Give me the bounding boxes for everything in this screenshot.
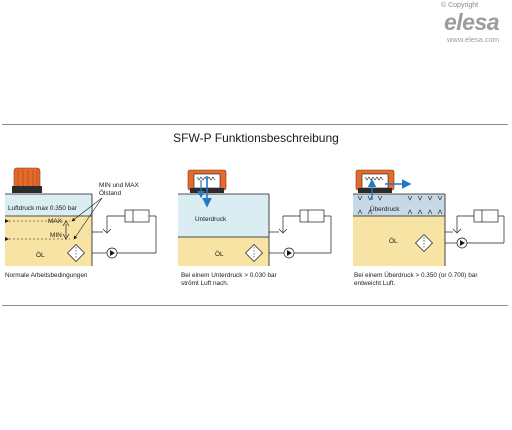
bottom-divider [2, 305, 508, 306]
air-pressure-label: Luftdruck max 0.350 bar [8, 205, 78, 212]
air-pressure-label: Überdruck [370, 205, 400, 213]
hydraulic-circuit-icon [415, 209, 505, 252]
oil-label: ÖL [389, 237, 398, 245]
oil-chamber [353, 216, 445, 266]
panel-underpressure: Unterdruck ÖL Bei einem Unterdruck > 0.0… [178, 169, 332, 287]
oil-label: ÖL [36, 251, 45, 259]
copyright-label: © Copyright [441, 2, 479, 9]
breather-valve-section-icon [355, 169, 412, 200]
air-chamber [353, 194, 445, 216]
air-chamber [5, 194, 92, 216]
level-callout-line: Ölstand [99, 189, 121, 197]
panel-overpressure: Überdruck ÖL Bei einem Überdruck > 0.350… [353, 169, 505, 287]
air-chamber [178, 194, 269, 237]
breather-valve-section-icon [187, 169, 227, 208]
page-title: SFW-P Funktionsbeschreibung [173, 131, 339, 145]
min-level-label: MIN [50, 232, 62, 239]
max-level-label: MAX [48, 218, 63, 225]
breather-cap-icon [12, 167, 42, 193]
oil-label: ÖL [215, 250, 224, 258]
website-url: www.elesa.com [447, 35, 500, 44]
panel-normal: Luftdruck max 0.350 bar MAX MIN ÖL MIN u… [5, 167, 157, 279]
panel-caption: Bei einem Unterdruck > 0.030 bar [181, 272, 278, 279]
hydraulic-circuit-icon [67, 209, 157, 262]
pressure-arrows-icon [357, 195, 443, 215]
hydraulic-circuit-icon [245, 209, 332, 262]
level-callout-line: MIN und MAX [99, 182, 140, 189]
panel-caption: Normale Arbeitsbedingungen [5, 272, 88, 279]
panel-caption: entweicht Luft. [354, 280, 395, 287]
air-pressure-label: Unterdruck [195, 216, 227, 223]
panel-caption: strömt Luft nach. [181, 280, 229, 287]
level-callout: MIN und MAX Ölstand [99, 182, 141, 197]
top-divider [2, 124, 508, 125]
elesa-logo: elesa [444, 9, 500, 35]
panel-caption: Bei einem Überdruck > 0.350 (or 0.700) b… [354, 271, 478, 279]
